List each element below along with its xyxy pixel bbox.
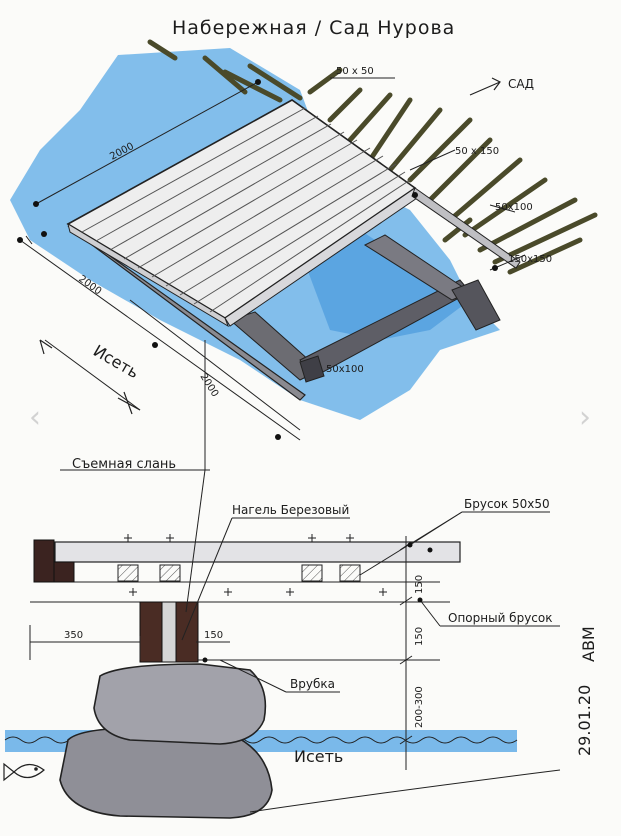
support-core (161, 601, 177, 663)
river-arrow-tail (117, 391, 141, 415)
river-arrow (39, 339, 53, 355)
nagel-marks (124, 534, 387, 596)
signature-date: 29.01.20 (575, 685, 594, 756)
label-50x150: 50 x 150 (455, 146, 499, 157)
label-river-plan: Исеть (90, 341, 142, 382)
stone-upper (93, 663, 267, 745)
bar-1 (117, 564, 139, 582)
label-nagel: Нагель Березовый (232, 503, 349, 517)
previous-image-button[interactable]: ‹ (29, 400, 41, 435)
page-title: Набережная / Сад Нурова (172, 17, 455, 39)
garden-arrow (469, 77, 501, 96)
signature-initials: ABM (579, 626, 598, 662)
label-garden: САД (508, 77, 534, 91)
label-50x100-right: 50x100 (495, 202, 533, 213)
label-150x150: 150x150 (508, 254, 552, 265)
plan-sketch (10, 39, 598, 470)
end-block-foot (53, 561, 75, 583)
leader-dots (202, 542, 433, 663)
section-sketch (3, 469, 561, 819)
section-deck-board (54, 541, 461, 563)
post-block (451, 279, 501, 331)
post-small (299, 355, 325, 383)
fish-icon (3, 762, 45, 782)
dimension-dots (17, 79, 498, 440)
dim-350: 350 (64, 630, 83, 641)
dim-2000-long: 2000 (197, 372, 220, 399)
dim-200-300: 200-300 (414, 686, 425, 728)
dimension-lines (19, 77, 526, 470)
label-brusok: Брусок 50х50 (464, 497, 550, 511)
end-block (33, 539, 55, 583)
label-removable-deck: Съемная слань (72, 457, 176, 472)
grass-strokes (147, 39, 598, 275)
ground-bottom (249, 769, 561, 813)
label-support-beam: Опорный брусок (448, 611, 553, 625)
dim-150-upper: 150 (414, 575, 425, 594)
bar-2 (159, 564, 181, 582)
bar-3 (301, 564, 323, 582)
label-river-section: Исеть (294, 747, 343, 766)
dim-150-bottom: 150 (204, 630, 223, 641)
dim-50x50-top: 50 x 50 (336, 66, 374, 77)
next-image-button[interactable]: › (579, 400, 591, 435)
support-post-right (175, 601, 199, 663)
deck-edge (67, 222, 229, 328)
label-cut: Врубка (290, 677, 335, 691)
bar-4 (339, 564, 361, 582)
section-dims (29, 536, 413, 770)
dim-150-middle: 150 (414, 627, 425, 646)
deck-boards (81, 107, 411, 313)
support-post-left (139, 601, 163, 663)
label-50x100-bottom: 50x100 (326, 364, 364, 375)
